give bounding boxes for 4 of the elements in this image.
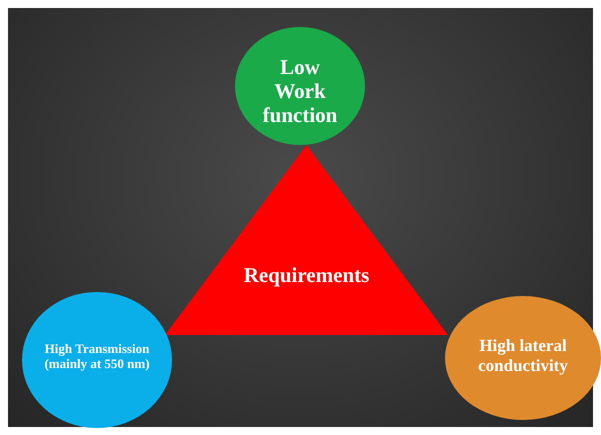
node-label: Low Work function	[262, 55, 338, 128]
node-label: High Transmission (mainly at 550 nm)	[43, 342, 151, 372]
node-label: Requirements	[242, 263, 370, 288]
node-label: High lateral conductivity	[477, 336, 569, 376]
